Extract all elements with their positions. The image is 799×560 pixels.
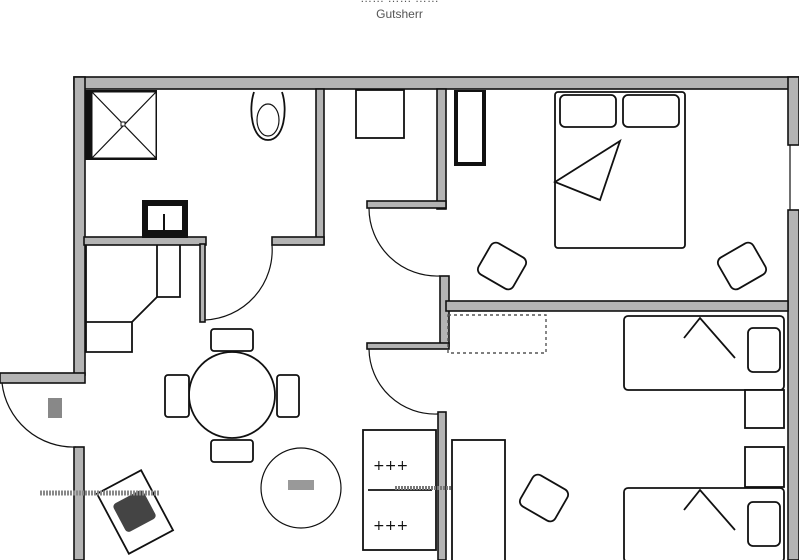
plan-subtitle: Gutsherr [376, 7, 423, 21]
plan-title-partial: …… …… …… [0, 0, 799, 5]
desk-chair-icon [518, 473, 570, 523]
dining-table-icon [164, 328, 300, 463]
desk-icon [451, 439, 506, 560]
round-rug-icon [260, 447, 342, 529]
doors [1, 145, 791, 448]
hall-cabinet-icon [355, 89, 405, 139]
svg-text:+++: +++ [373, 518, 408, 534]
svg-text:+++: +++ [373, 458, 408, 474]
shower-icon [85, 90, 157, 160]
nightstand-icon [744, 389, 785, 429]
chair-icon [476, 241, 768, 291]
dresser-icon [447, 314, 547, 354]
sink-icon [142, 200, 188, 238]
double-bed-icon [553, 91, 686, 249]
armchair-icon [95, 469, 175, 555]
single-bed-icon [623, 315, 785, 560]
kitchen-counter-icon [85, 245, 181, 353]
toilet-icon [250, 91, 286, 141]
door-mat-icon [48, 398, 62, 418]
nightstand-icon-2 [744, 446, 785, 488]
